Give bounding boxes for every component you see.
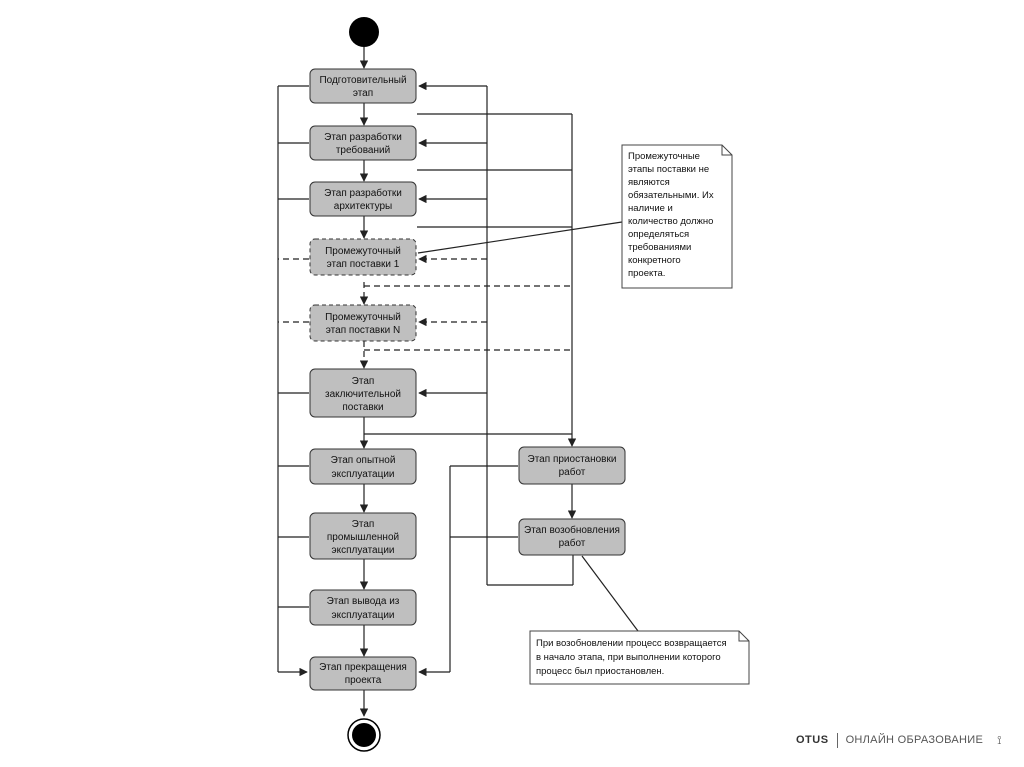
- node-prep: Подготовительный этап: [309, 68, 417, 104]
- node-industrial: Этап промышленной эксплуатации: [309, 512, 417, 560]
- node-withdraw-line2: эксплуатации: [332, 610, 395, 621]
- note-resume-line3: процесс был приостановлен.: [536, 666, 664, 677]
- node-trial-line1: Этап опытной: [331, 455, 396, 466]
- terminate-bus: [277, 85, 309, 677]
- footer-subtitle: ОНЛАЙН ОБРАЗОВАНИЕ: [845, 734, 984, 746]
- node-req-line2: требований: [336, 144, 390, 156]
- note-intermediate-line1: Промежуточные: [628, 151, 700, 162]
- node-industrial-line2: промышленной: [327, 532, 399, 543]
- note-intermediate-line9: конкретного: [628, 255, 681, 266]
- note-intermediate-line10: проекта.: [628, 268, 665, 279]
- node-inter1: Промежуточный этап поставки 1: [309, 238, 417, 276]
- node-final-line3: поставки: [342, 402, 383, 413]
- node-interN: Промежуточный этап поставки N: [309, 304, 417, 342]
- note-intermediate-line2: этапы поставки не: [628, 164, 709, 175]
- return-bus: [418, 81, 574, 586]
- node-withdraw-line1: Этап вывода из: [327, 596, 400, 607]
- node-inter1-line2: этап поставки 1: [327, 259, 400, 270]
- otus-logo-icon: ⟟: [997, 732, 1002, 747]
- node-interN-line1: Промежуточный: [325, 312, 401, 323]
- note-intermediate-line5: наличие и: [628, 203, 673, 214]
- node-resume-line1: Этап возобновления: [524, 524, 620, 536]
- node-suspend: Этап приостановки работ: [518, 446, 626, 485]
- note-intermediate-line6: количество должно: [628, 216, 713, 227]
- node-arch-line1: Этап разработки: [324, 187, 402, 199]
- node-prep-line2: этап: [353, 88, 373, 99]
- footer-separator: [836, 732, 838, 748]
- node-resume-line2: работ: [559, 537, 586, 549]
- node-withdraw: Этап вывода из эксплуатации: [309, 589, 417, 626]
- node-inter1-line1: Промежуточный: [325, 246, 401, 257]
- node-req: Этап разработки требований: [309, 125, 417, 161]
- node-resume: Этап возобновления работ: [518, 518, 626, 556]
- node-trial: Этап опытной эксплуатации: [309, 448, 417, 485]
- node-suspend-line2: работ: [559, 466, 586, 478]
- note-intermediate: Промежуточные этапы поставки не являются…: [417, 144, 733, 289]
- node-req-line1: Этап разработки: [324, 131, 402, 143]
- note-intermediate-line3: являются: [628, 177, 670, 188]
- node-final: Этап заключительной поставки: [309, 368, 417, 418]
- start-node: [349, 17, 379, 47]
- note-resume-line1: При возобновлении процесс возвращается: [536, 638, 727, 649]
- node-terminate-line2: проекта: [345, 675, 382, 686]
- node-arch: Этап разработки архитектуры: [309, 181, 417, 217]
- note-resume: При возобновлении процесс возвращается в…: [529, 555, 750, 685]
- end-node: [347, 718, 381, 752]
- note-resume-line2: в начало этапа, при выполнении которого: [536, 652, 721, 663]
- note-intermediate-line8: требованиями: [628, 242, 691, 253]
- node-arch-line2: архитектуры: [334, 201, 392, 212]
- node-industrial-line3: эксплуатации: [332, 545, 395, 556]
- node-final-line1: Этап: [352, 376, 375, 387]
- node-final-line2: заключительной: [325, 389, 401, 400]
- node-industrial-line1: Этап: [352, 519, 375, 530]
- note-intermediate-line4: обязательными. Их: [628, 190, 714, 201]
- node-interN-line2: этап поставки N: [326, 325, 400, 336]
- side-links: [418, 465, 518, 677]
- node-terminate-line1: Этап прекращения: [319, 662, 407, 673]
- node-trial-line2: эксплуатации: [332, 469, 395, 480]
- node-terminate: Этап прекращения проекта: [309, 656, 417, 691]
- node-prep-line1: Подготовительный: [319, 75, 406, 86]
- node-suspend-line1: Этап приостановки: [528, 454, 617, 465]
- note-intermediate-line7: определяться: [628, 229, 689, 240]
- footer: OTUS ОНЛАЙН ОБРАЗОВАНИЕ ⟟: [796, 732, 1002, 748]
- suspend-bus: [364, 113, 577, 519]
- footer-brand: OTUS: [796, 734, 829, 746]
